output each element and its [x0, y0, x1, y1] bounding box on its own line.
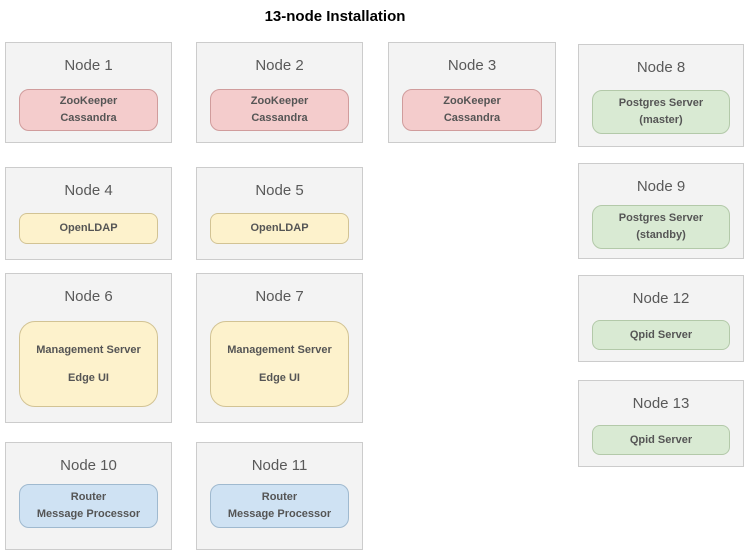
component-box-qpid-server: Qpid Server	[592, 320, 730, 350]
component-box-qpid-server: Qpid Server	[592, 425, 730, 455]
component-box-router-message-processor: Router Message Processor	[19, 484, 158, 528]
node-title: Node 8	[636, 59, 686, 76]
node-card-6: Node 6 Management Server Edge UI	[5, 273, 172, 423]
node-card-4: Node 4 OpenLDAP	[5, 167, 172, 260]
component-label: Cassandra	[443, 112, 501, 124]
node-title: Node 2	[255, 57, 304, 74]
node-card-9: Node 9 Postgres Server (standby)	[578, 163, 744, 259]
component-box-management-server-edge-ui: Management Server Edge UI	[210, 321, 349, 407]
component-label: Cassandra	[60, 112, 117, 124]
component-label: ZooKeeper	[250, 95, 309, 107]
component-box-management-server-edge-ui: Management Server Edge UI	[19, 321, 158, 407]
component-label: Management Server	[36, 344, 141, 356]
component-label: ZooKeeper	[59, 95, 118, 107]
component-label: Management Server	[227, 344, 332, 356]
component-label: OpenLDAP	[59, 222, 118, 234]
node-title: Node 12	[632, 290, 690, 307]
component-label: Cassandra	[251, 112, 308, 124]
node-card-3: Node 3 ZooKeeper Cassandra	[388, 42, 556, 143]
node-card-2: Node 2 ZooKeeper Cassandra	[196, 42, 363, 143]
component-box-postgres-standby: Postgres Server (standby)	[592, 205, 730, 249]
component-box-openldap: OpenLDAP	[210, 213, 349, 244]
component-label: Qpid Server	[629, 433, 693, 446]
node-title: Node 13	[632, 395, 690, 412]
node-title: Node 10	[60, 457, 117, 474]
node-card-7: Node 7 Management Server Edge UI	[196, 273, 363, 423]
component-box-openldap: OpenLDAP	[19, 213, 158, 244]
component-label: (standby)	[636, 229, 686, 241]
node-title: Node 9	[636, 178, 686, 195]
component-label: OpenLDAP	[250, 222, 309, 234]
node-card-13: Node 13 Qpid Server	[578, 380, 744, 467]
component-box-zookeeper-cassandra: ZooKeeper Cassandra	[19, 89, 158, 131]
node-title: Node 1	[64, 57, 113, 74]
node-title: Node 11	[251, 457, 308, 474]
component-label: Edge UI	[68, 372, 109, 384]
component-label: Postgres Server	[618, 97, 704, 109]
component-label: ZooKeeper	[443, 95, 501, 107]
component-label: Postgres Server	[618, 212, 704, 224]
component-box-zookeeper-cassandra: ZooKeeper Cassandra	[210, 89, 349, 131]
component-label: (master)	[639, 114, 683, 126]
node-title: Node 7	[255, 288, 304, 305]
node-card-8: Node 8 Postgres Server (master)	[578, 44, 744, 147]
diagram-title: 13-node Installation	[264, 8, 406, 25]
node-title: Node 4	[64, 182, 113, 199]
node-title: Node 3	[447, 57, 497, 74]
node-card-1: Node 1 ZooKeeper Cassandra	[5, 42, 172, 143]
node-card-5: Node 5 OpenLDAP	[196, 167, 363, 260]
component-box-postgres-master: Postgres Server (master)	[592, 90, 730, 134]
node-card-11: Node 11 Router Message Processor	[196, 442, 363, 550]
node-card-10: Node 10 Router Message Processor	[5, 442, 172, 550]
component-label: Edge UI	[259, 372, 300, 384]
component-box-zookeeper-cassandra: ZooKeeper Cassandra	[402, 89, 542, 131]
component-label: Message Processor	[36, 508, 141, 520]
component-label: Qpid Server	[629, 328, 693, 341]
node-title: Node 5	[255, 182, 304, 199]
node-card-12: Node 12 Qpid Server	[578, 275, 744, 362]
component-box-router-message-processor: Router Message Processor	[210, 484, 349, 528]
node-title: Node 6	[64, 288, 113, 305]
component-label: Router	[261, 491, 298, 503]
component-label: Router	[70, 491, 107, 503]
component-label: Message Processor	[227, 508, 332, 520]
